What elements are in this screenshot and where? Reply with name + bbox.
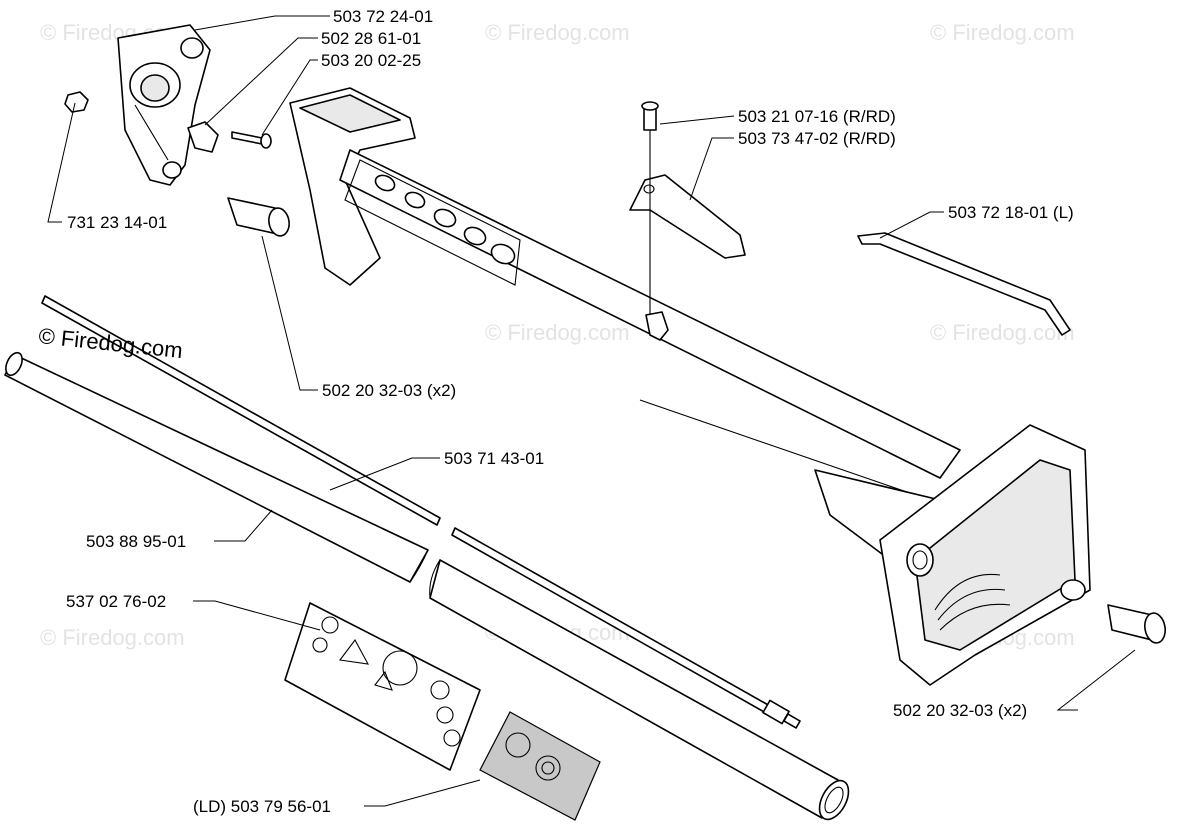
part-number-label: 503 88 95-01 — [86, 532, 186, 551]
part-number-label: 503 72 18-01 (L) — [948, 203, 1074, 222]
part-number-label: 731 23 14-01 — [67, 213, 167, 232]
part-number-label: 503 21 07-16 (R/RD) — [738, 107, 896, 126]
watermark-main: © Firedog.com — [37, 323, 183, 363]
part-number-label: 503 71 43-01 — [444, 449, 544, 468]
screw — [231, 131, 272, 149]
warning-decal — [284, 602, 481, 771]
part-number-label: (LD) 503 79 56-01 — [193, 797, 331, 816]
rubber-plug-left — [227, 197, 290, 237]
watermark: © Firedog.com — [485, 20, 630, 45]
clip — [187, 121, 219, 153]
ld-decal — [479, 711, 601, 821]
engine-housing — [879, 424, 1091, 686]
part-number-label: 503 72 24-01 — [333, 7, 433, 26]
outer-shaft-tube — [4, 351, 850, 821]
part-number-label: 503 20 02-25 — [321, 51, 421, 70]
nut — [64, 91, 89, 113]
part-number-label: 502 20 32-03 (x2) — [893, 701, 1027, 720]
spring-strip — [857, 232, 1071, 336]
part-number-label: 503 73 47-02 (R/RD) — [738, 129, 896, 148]
watermark: © Firedog.com — [485, 320, 630, 345]
part-number-label: 502 20 32-03 (x2) — [322, 381, 456, 400]
callout-labels: 503 72 24-01 502 28 61-01 503 20 02-25 7… — [66, 7, 1074, 816]
drive-shaft — [41, 295, 801, 729]
part-number-label: 502 28 61-01 — [321, 29, 421, 48]
throttle-bracket — [629, 101, 746, 341]
leader-lines — [47, 15, 1136, 807]
watermark: © Firedog.com — [930, 20, 1075, 45]
part-number-label: 537 02 76-02 — [66, 592, 166, 611]
clamp-bracket — [117, 24, 211, 186]
rubber-plug-right — [1107, 604, 1166, 644]
watermark: © Firedog.com — [40, 625, 185, 650]
watermark: © Firedog.com — [930, 320, 1075, 345]
